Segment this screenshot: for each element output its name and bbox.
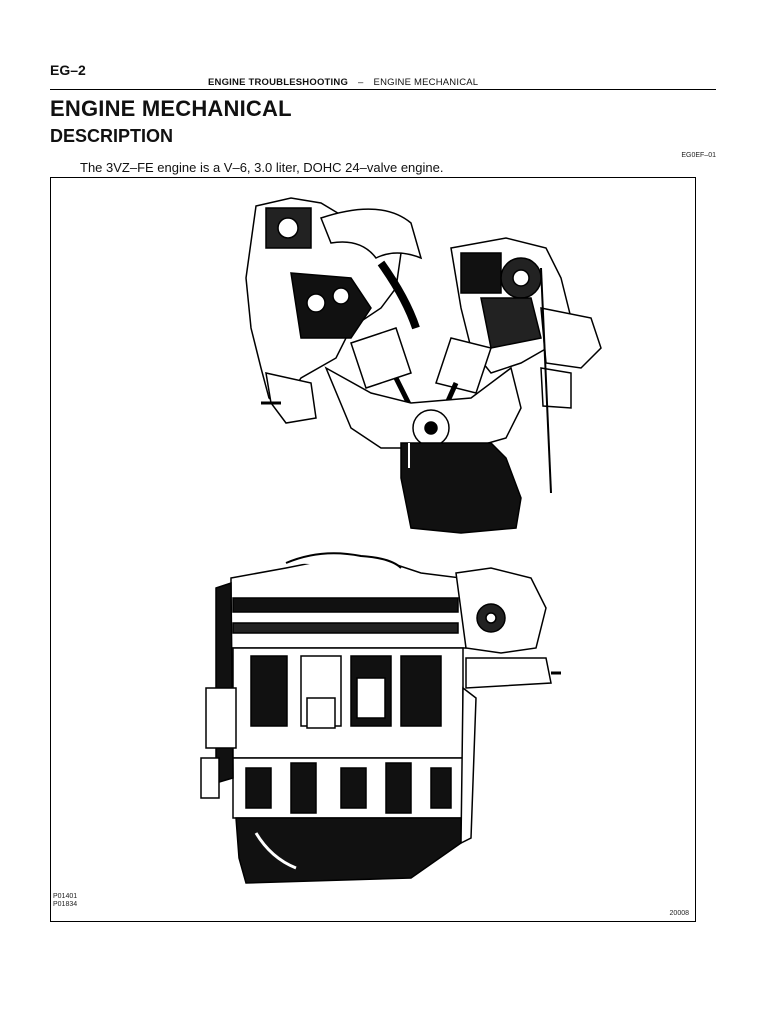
figure-number: 20008 <box>669 910 689 917</box>
figure-reference-2: P01834 <box>53 901 78 908</box>
section-heading: DESCRIPTION <box>50 126 174 146</box>
engine-side-view-illustration <box>200 552 561 884</box>
figure-reference-codes: P01401 P01834 <box>53 893 77 909</box>
engine-front-view-illustration <box>245 197 602 534</box>
running-head-subsection: ENGINE MECHANICAL <box>373 77 479 88</box>
code-reference: EG0EF–01 <box>681 152 716 159</box>
running-head-section: ENGINE TROUBLESHOOTING <box>208 77 349 88</box>
page-code: EG–2 <box>50 62 86 78</box>
header-rule <box>50 89 716 90</box>
intro-text: The 3VZ–FE engine is a V–6, 3.0 liter, D… <box>80 160 444 175</box>
page-title: ENGINE MECHANICAL <box>50 96 292 121</box>
figure-reference-1: P01401 <box>53 893 78 900</box>
engine-figure: P01401 P01834 20008 <box>50 177 696 922</box>
running-head-separator: – <box>358 77 364 88</box>
running-head: ENGINE TROUBLESHOOTING–ENGINE MECHANICAL <box>208 77 478 88</box>
engine-illustrations <box>200 197 602 884</box>
